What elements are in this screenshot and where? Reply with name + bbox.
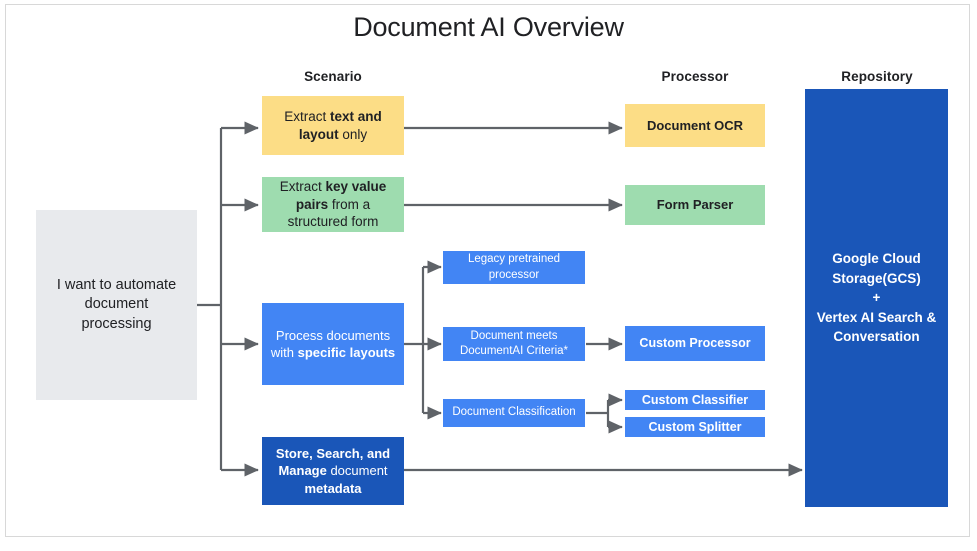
- repository-box[interactable]: Google Cloud Storage(GCS) + Vertex AI Se…: [805, 89, 948, 507]
- processor-custom-processor[interactable]: Custom Processor: [625, 326, 765, 361]
- scenario-extract-text-layout-label: Extract text and layout only: [284, 108, 382, 142]
- middle-document-classification-label: Document Classification: [452, 406, 576, 419]
- scenario-process-specific-layouts[interactable]: Process documents with specific layouts: [262, 303, 404, 385]
- column-header-processor: Processor: [661, 69, 729, 84]
- scenario-extract-text-layout[interactable]: Extract text and layout only: [262, 96, 404, 155]
- entry-box[interactable]: I want to automate document processing: [36, 210, 197, 400]
- processor-form-parser[interactable]: Form Parser: [625, 185, 765, 225]
- processor-document-ocr[interactable]: Document OCR: [625, 104, 765, 147]
- scenario-extract-key-value[interactable]: Extract key value pairs from a structure…: [262, 177, 404, 232]
- scenario-store-search-manage-label: Store, Search, and Manage document metad…: [275, 446, 391, 496]
- processor-custom-processor-label: Custom Processor: [639, 336, 751, 351]
- middle-document-classification[interactable]: Document Classification: [443, 399, 585, 427]
- repository-box-label: Google Cloud Storage(GCS) + Vertex AI Se…: [816, 251, 937, 345]
- processor-custom-classifier[interactable]: Custom Classifier: [625, 390, 765, 410]
- page-title: Document AI Overview: [353, 12, 624, 42]
- scenario-process-specific-layouts-label: Process documents with specific layouts: [270, 327, 396, 360]
- entry-box-label: I want to automate document processing: [56, 277, 177, 332]
- scenario-extract-key-value-label: Extract key value pairs from a structure…: [279, 178, 387, 230]
- processor-custom-splitter-label: Custom Splitter: [648, 419, 742, 434]
- column-header-repository: Repository: [841, 69, 913, 84]
- scenario-store-search-manage[interactable]: Store, Search, and Manage document metad…: [262, 437, 404, 505]
- processor-custom-classifier-label: Custom Classifier: [641, 392, 749, 407]
- processor-document-ocr-label: Document OCR: [646, 117, 744, 133]
- processor-custom-splitter[interactable]: Custom Splitter: [625, 417, 765, 437]
- column-header-scenario: Scenario: [304, 69, 362, 84]
- processor-form-parser-label: Form Parser: [656, 197, 734, 213]
